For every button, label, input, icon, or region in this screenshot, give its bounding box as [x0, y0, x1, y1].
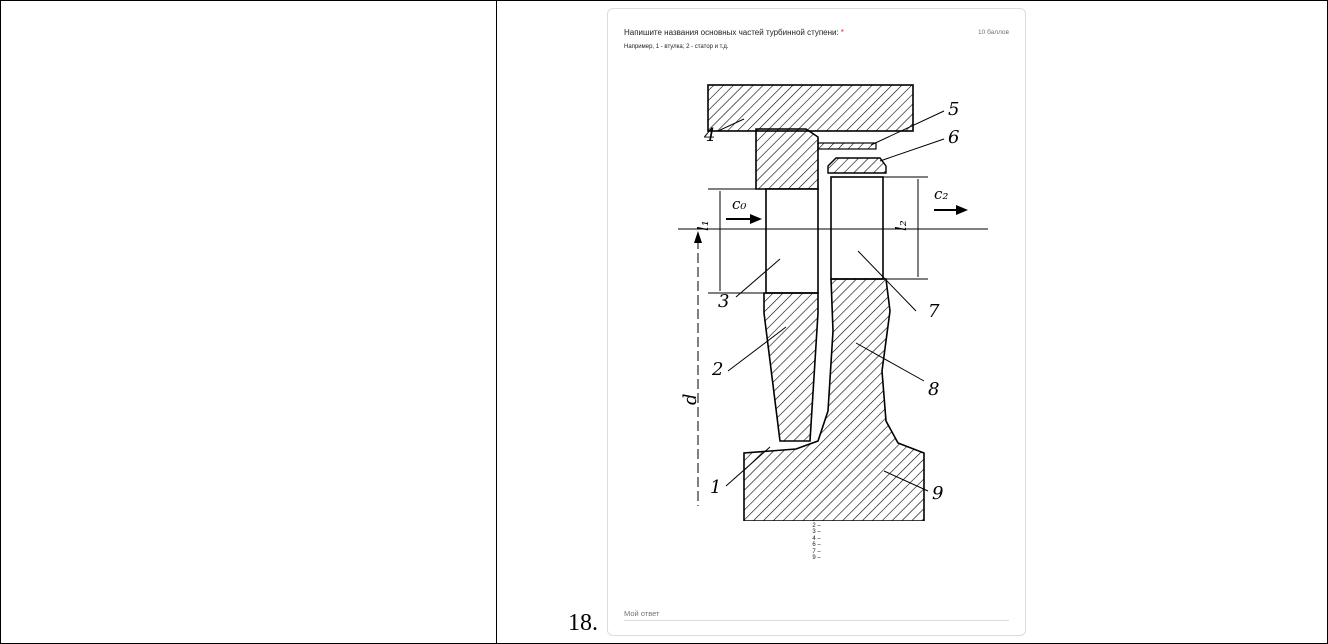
answer-line: 4 –	[812, 535, 821, 542]
symbol-d: d	[680, 393, 701, 405]
part-label-9: 9	[932, 483, 943, 504]
table-border-left	[0, 0, 1, 644]
question-hint: Например, 1 - втулка; 2 - статор и т.д.	[624, 44, 729, 50]
answer-line: 9 –	[812, 555, 821, 562]
answer-input[interactable]	[624, 606, 1009, 621]
answer-line: 7 –	[812, 548, 821, 555]
question-points: 10 баллов	[978, 29, 1009, 36]
turbine-stage-drawing: 1 2 3 4 5 6 7 8 9 c₀ c₂ l₁ l₂ d	[678, 84, 988, 521]
symbol-l2: l₂	[892, 220, 910, 231]
table-border-top	[0, 0, 1328, 1]
rotor-shroud	[827, 157, 887, 174]
answer-list: 2 – 3 – 4 – 6 – 7 – 9 –	[608, 523, 1025, 561]
table-column-divider	[496, 0, 497, 644]
part-label-7: 7	[928, 301, 940, 322]
casing-part	[707, 84, 914, 132]
question-title-text: Напишите названия основных частей турбин…	[624, 28, 839, 37]
seal-strip	[817, 142, 877, 150]
rotor-disk	[743, 278, 925, 521]
part-label-3: 3	[718, 291, 729, 312]
form-question-card: Напишите названия основных частей турбин…	[607, 8, 1026, 636]
question-number: 18.	[568, 610, 598, 636]
answer-line: 6 –	[812, 542, 821, 549]
part-label-8: 8	[928, 379, 939, 400]
answer-line: 3 –	[812, 529, 821, 536]
answer-line: 2 –	[812, 523, 821, 529]
part-label-4: 4	[703, 125, 715, 146]
question-title: Напишите названия основных частей турбин…	[624, 28, 844, 37]
symbol-c0: c₀	[732, 195, 746, 213]
diaphragm	[763, 292, 819, 442]
required-mark: *	[840, 28, 844, 37]
part-label-6: 6	[948, 127, 959, 148]
part-label-2: 2	[711, 359, 723, 380]
stator-shroud-block	[755, 128, 819, 190]
rotor-blade	[830, 176, 884, 280]
part-label-1: 1	[710, 477, 721, 498]
part-label-5: 5	[948, 99, 959, 120]
symbol-l1: l₁	[694, 220, 712, 231]
stator-blade	[765, 188, 819, 294]
symbol-c2: c₂	[934, 185, 948, 203]
